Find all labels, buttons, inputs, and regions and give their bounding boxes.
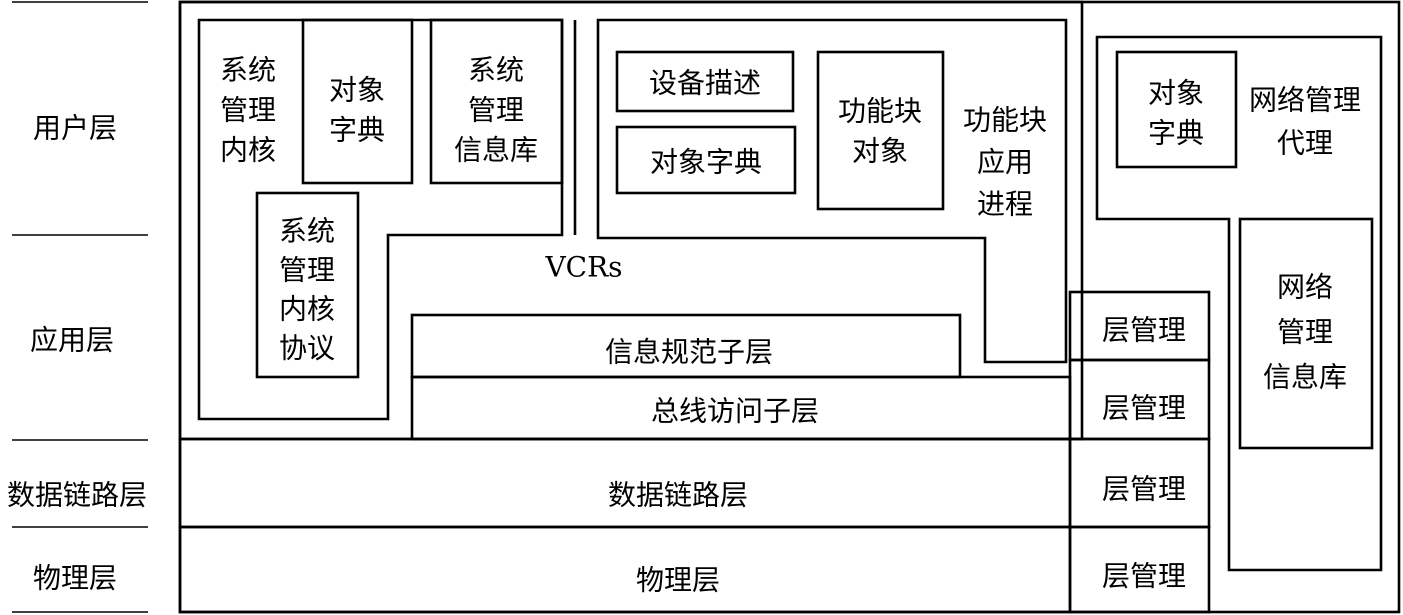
sm-kernel-line-3: 内核 [220, 134, 276, 167]
physical-layer-box [178, 525, 1072, 614]
fb-application-process-line-1: 功能块 [963, 104, 1047, 137]
sm-object-dictionary-line-2: 字典 [329, 114, 385, 147]
nm-agent-line-2: 代理 [1277, 127, 1333, 160]
fb-objects-box [816, 50, 945, 211]
sm-kernel-protocol-line-1: 系统 [279, 215, 335, 248]
data-link-layer-text: 数据链路层 [608, 479, 748, 512]
fb-object-dictionary-box [615, 125, 797, 195]
vcrs-label: VCRs [544, 251, 622, 284]
sm-info-base-box [429, 18, 564, 185]
nm-mib-line-1: 网络 [1277, 271, 1333, 304]
sm-info-base-line-1: 系统 [468, 54, 524, 87]
sm-kernel-protocol-line-2: 管理 [279, 254, 335, 287]
sm-object-dictionary-line-1: 对象 [329, 74, 385, 107]
device-description-text: 设备描述 [649, 67, 761, 100]
layer-label-physical: 物理层 [33, 562, 117, 595]
sm-kernel-protocol-line-3: 内核 [279, 293, 335, 326]
layer-management-box [1068, 525, 1211, 614]
layer-label-data-link: 数据链路层 [7, 479, 147, 512]
nm-mib-box [1238, 217, 1374, 450]
nm-mib-line-3: 信息库 [1263, 361, 1347, 394]
fas-sublayer-text: 总线访问子层 [651, 395, 819, 428]
layer-management-text: 层管理 [1102, 473, 1186, 506]
nm-mib-line-2: 管理 [1277, 316, 1333, 349]
nm-object-dictionary-line-2: 字典 [1148, 117, 1204, 150]
sm-object-dictionary-box [301, 18, 414, 185]
fb-application-process-line-2: 应用 [977, 146, 1033, 179]
network-management-agent-outline [1095, 35, 1383, 572]
fms-sublayer-text: 信息规范子层 [605, 336, 773, 369]
sm-info-base-line-2: 管理 [468, 94, 524, 127]
sm-kernel-line-2: 管理 [220, 94, 276, 127]
fb-object-dictionary-text: 对象字典 [650, 146, 762, 179]
sm-kernel-protocol-line-4: 协议 [279, 332, 335, 365]
function-block-outline [596, 18, 1068, 364]
sm-info-base-line-3: 信息库 [454, 134, 538, 167]
sm-kernel-protocol-box [255, 191, 360, 379]
fb-objects-line-2: 对象 [852, 135, 908, 168]
physical-layer-text: 物理层 [636, 564, 720, 597]
fms-sublayer-box [410, 313, 962, 379]
nm-agent-line-1: 网络管理 [1249, 84, 1361, 117]
fb-objects-line-1: 功能块 [838, 95, 922, 128]
fb-application-process-line-3: 进程 [977, 188, 1033, 221]
layer-label-user: 用户层 [33, 112, 117, 145]
layer-management-text: 层管理 [1102, 392, 1186, 425]
layer-management-text: 层管理 [1102, 314, 1186, 347]
layer-label-application: 应用层 [30, 324, 114, 357]
sm-kernel-line-1: 系统 [220, 54, 276, 87]
device-description-box [615, 50, 795, 113]
nm-object-dictionary-box [1115, 50, 1238, 169]
nm-object-dictionary-line-1: 对象 [1148, 77, 1204, 110]
layer-management-text: 层管理 [1102, 560, 1186, 593]
